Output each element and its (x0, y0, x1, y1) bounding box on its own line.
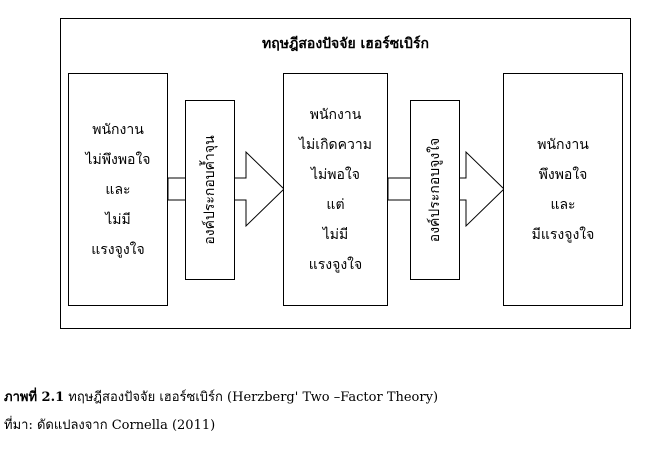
box1-line: ไม่มี (105, 211, 131, 228)
box3-line: พึงพอใจ (538, 166, 588, 183)
box2-line: ไม่มี (322, 226, 349, 243)
figure-text: ทฤษฎีสองปัจจัย เฮอร์ซเบิร์ก (Herzberg' T… (68, 390, 439, 405)
figure-label: ภาพที่ 2.1 (4, 390, 65, 405)
box1-line: แรงจูงใจ (91, 241, 145, 258)
no-dissatisfaction-box: พนักงาน ไม่เกิดความ ไม่พอใจ แต่ ไม่มี แร… (283, 73, 388, 306)
box2-line: ไม่เกิดความ (299, 136, 372, 153)
box3-line: และ (550, 196, 576, 213)
box3-line: มีแรงจูงใจ (531, 226, 595, 243)
hygiene-factors-box: องค์ประกอบค้ำจุน (185, 100, 235, 280)
box2-line: ไม่พอใจ (311, 166, 360, 183)
box2-line: แรงจูงใจ (308, 256, 363, 273)
box3-line: พนักงาน (537, 136, 589, 153)
figure-caption: ภาพที่ 2.1 ทฤษฎีสองปัจจัย เฮอร์ซเบิร์ก (… (4, 386, 438, 407)
satisfied-employee-box: พนักงาน พึงพอใจ และ มีแรงจูงใจ (503, 73, 623, 306)
box1-line: ไม่พึงพอใจ (85, 151, 151, 168)
box1-line: และ (105, 181, 131, 198)
motivator-factors-label: องค์ประกอบจูงใจ (427, 137, 443, 243)
box1-line: พนักงาน (92, 121, 144, 138)
source-caption: ที่มา: ดัดแปลงจาก Cornella (2011) (4, 418, 216, 433)
box2-line: แต่ (326, 196, 345, 213)
unsatisfied-employee-box: พนักงาน ไม่พึงพอใจ และ ไม่มี แรงจูงใจ (68, 73, 168, 306)
diagram-title: ทฤษฎีสองปัจจัย เฮอร์ซเบิร์ก (262, 36, 429, 52)
diagram-frame: ทฤษฎีสองปัจจัย เฮอร์ซเบิร์ก (60, 18, 631, 329)
hygiene-factors-label: องค์ประกอบค้ำจุน (202, 135, 218, 245)
motivator-factors-box: องค์ประกอบจูงใจ (410, 100, 460, 280)
box2-line: พนักงาน (309, 106, 362, 123)
